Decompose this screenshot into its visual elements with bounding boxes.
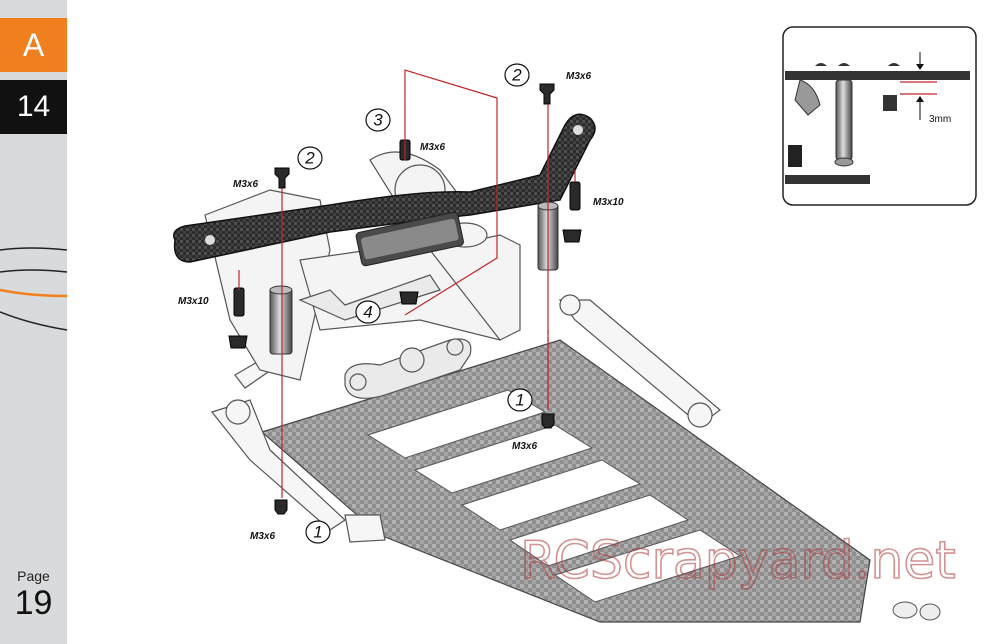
step-3: 3: [373, 111, 383, 130]
page-label: Page: [17, 568, 50, 584]
detail-inset: 3mm: [782, 26, 977, 206]
step-4: 4: [363, 303, 372, 322]
part-labels: M3x6 M3x6 M3x6 M3x10 M3x10 M3x6 M3x6: [178, 71, 624, 542]
section-tab: A: [0, 18, 67, 72]
servo-block: [355, 211, 464, 267]
label-m3x10-left: M3x10: [178, 296, 209, 307]
corner-parts: [892, 601, 941, 621]
upper-deck: [173, 113, 596, 263]
label-m3x6-servo: M3x6: [420, 142, 445, 153]
guide-lines: [238, 69, 576, 498]
step-1-chassis: 1: [515, 391, 524, 410]
label-m3x6-chassis: M3x6: [512, 441, 537, 452]
page-number: 19: [14, 584, 53, 622]
chassis-plate: [260, 339, 871, 623]
sidebar-decoration: [0, 247, 68, 331]
label-m3x6-left: M3x6: [233, 179, 258, 190]
step-2-left: 2: [304, 149, 315, 168]
step-number-text: 2 3 2 4 1 1: [304, 66, 524, 542]
step-number-tab: 14: [0, 80, 67, 134]
gap-dimension: 3mm: [929, 114, 951, 125]
watermark: RCScrapyard.net: [520, 531, 956, 591]
label-m3x6-top: M3x6: [566, 71, 591, 82]
step-numbers: [297, 63, 533, 544]
step-2-top: 2: [511, 66, 522, 85]
suspension-linkage: [210, 294, 721, 543]
label-m3x10-right: M3x10: [593, 197, 624, 208]
step-1-bottom: 1: [313, 523, 322, 542]
servo-saver: [298, 274, 472, 399]
label-m3x6-bottom: M3x6: [250, 531, 275, 542]
